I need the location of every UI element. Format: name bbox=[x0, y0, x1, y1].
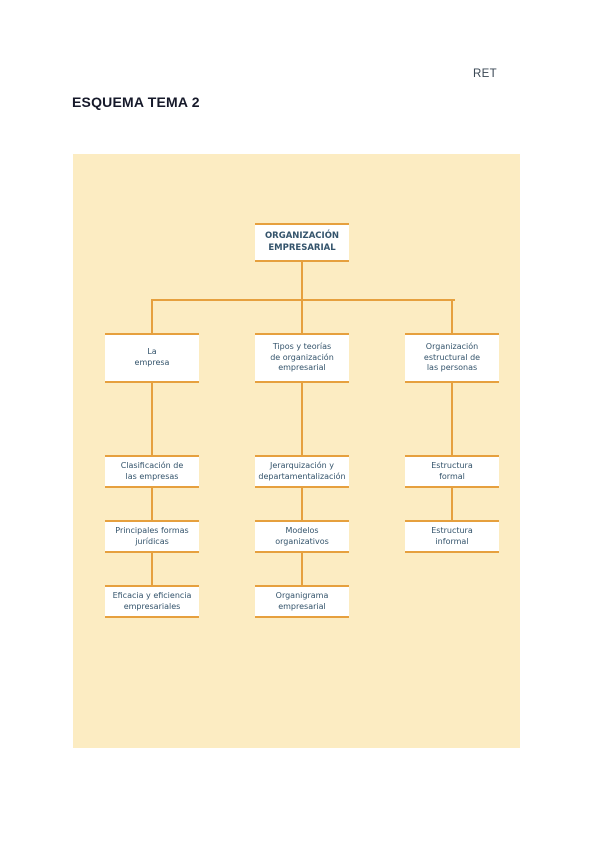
connector-root-stem bbox=[301, 262, 303, 299]
connector-col2-seg1 bbox=[301, 383, 303, 455]
node-estructura-informal: Estructura informal bbox=[405, 520, 499, 553]
node-formas-juridicas: Principales formas jurídicas bbox=[105, 520, 199, 553]
connector-drop-col3 bbox=[451, 299, 453, 333]
connector-col3-seg2 bbox=[451, 488, 453, 520]
node-modelos-organizativos: Modelos organizativos bbox=[255, 520, 349, 553]
connector-drop-col1 bbox=[151, 299, 153, 333]
page-header-mark: RET bbox=[473, 68, 497, 80]
connector-col3-seg1 bbox=[451, 383, 453, 455]
node-clasificacion-empresas: Clasificación de las empresas bbox=[105, 455, 199, 488]
node-la-empresa: La empresa bbox=[105, 333, 199, 383]
node-estructura-formal: Estructura formal bbox=[405, 455, 499, 488]
node-organigrama: Organigrama empresarial bbox=[255, 585, 349, 618]
connector-col2-seg3 bbox=[301, 553, 303, 585]
node-organizacion-empresarial: ORGANIZACIÓN EMPRESARIAL bbox=[255, 223, 349, 262]
org-chart-panel: ORGANIZACIÓN EMPRESARIAL La empresa Tipo… bbox=[73, 154, 520, 748]
connector-col1-seg3 bbox=[151, 553, 153, 585]
page-title: ESQUEMA TEMA 2 bbox=[72, 94, 200, 110]
node-jerarquizacion: Jerarquización y departamentalización bbox=[255, 455, 349, 488]
node-organizacion-estructural: Organización estructural de las personas bbox=[405, 333, 499, 383]
node-eficacia-eficiencia: Eficacia y eficiencia empresariales bbox=[105, 585, 199, 618]
node-tipos-y-teorias: Tipos y teorías de organización empresar… bbox=[255, 333, 349, 383]
connector-col1-seg1 bbox=[151, 383, 153, 455]
connector-drop-col2 bbox=[301, 299, 303, 333]
connector-col2-seg2 bbox=[301, 488, 303, 520]
connector-horizontal-rail bbox=[151, 299, 455, 301]
connector-col1-seg2 bbox=[151, 488, 153, 520]
